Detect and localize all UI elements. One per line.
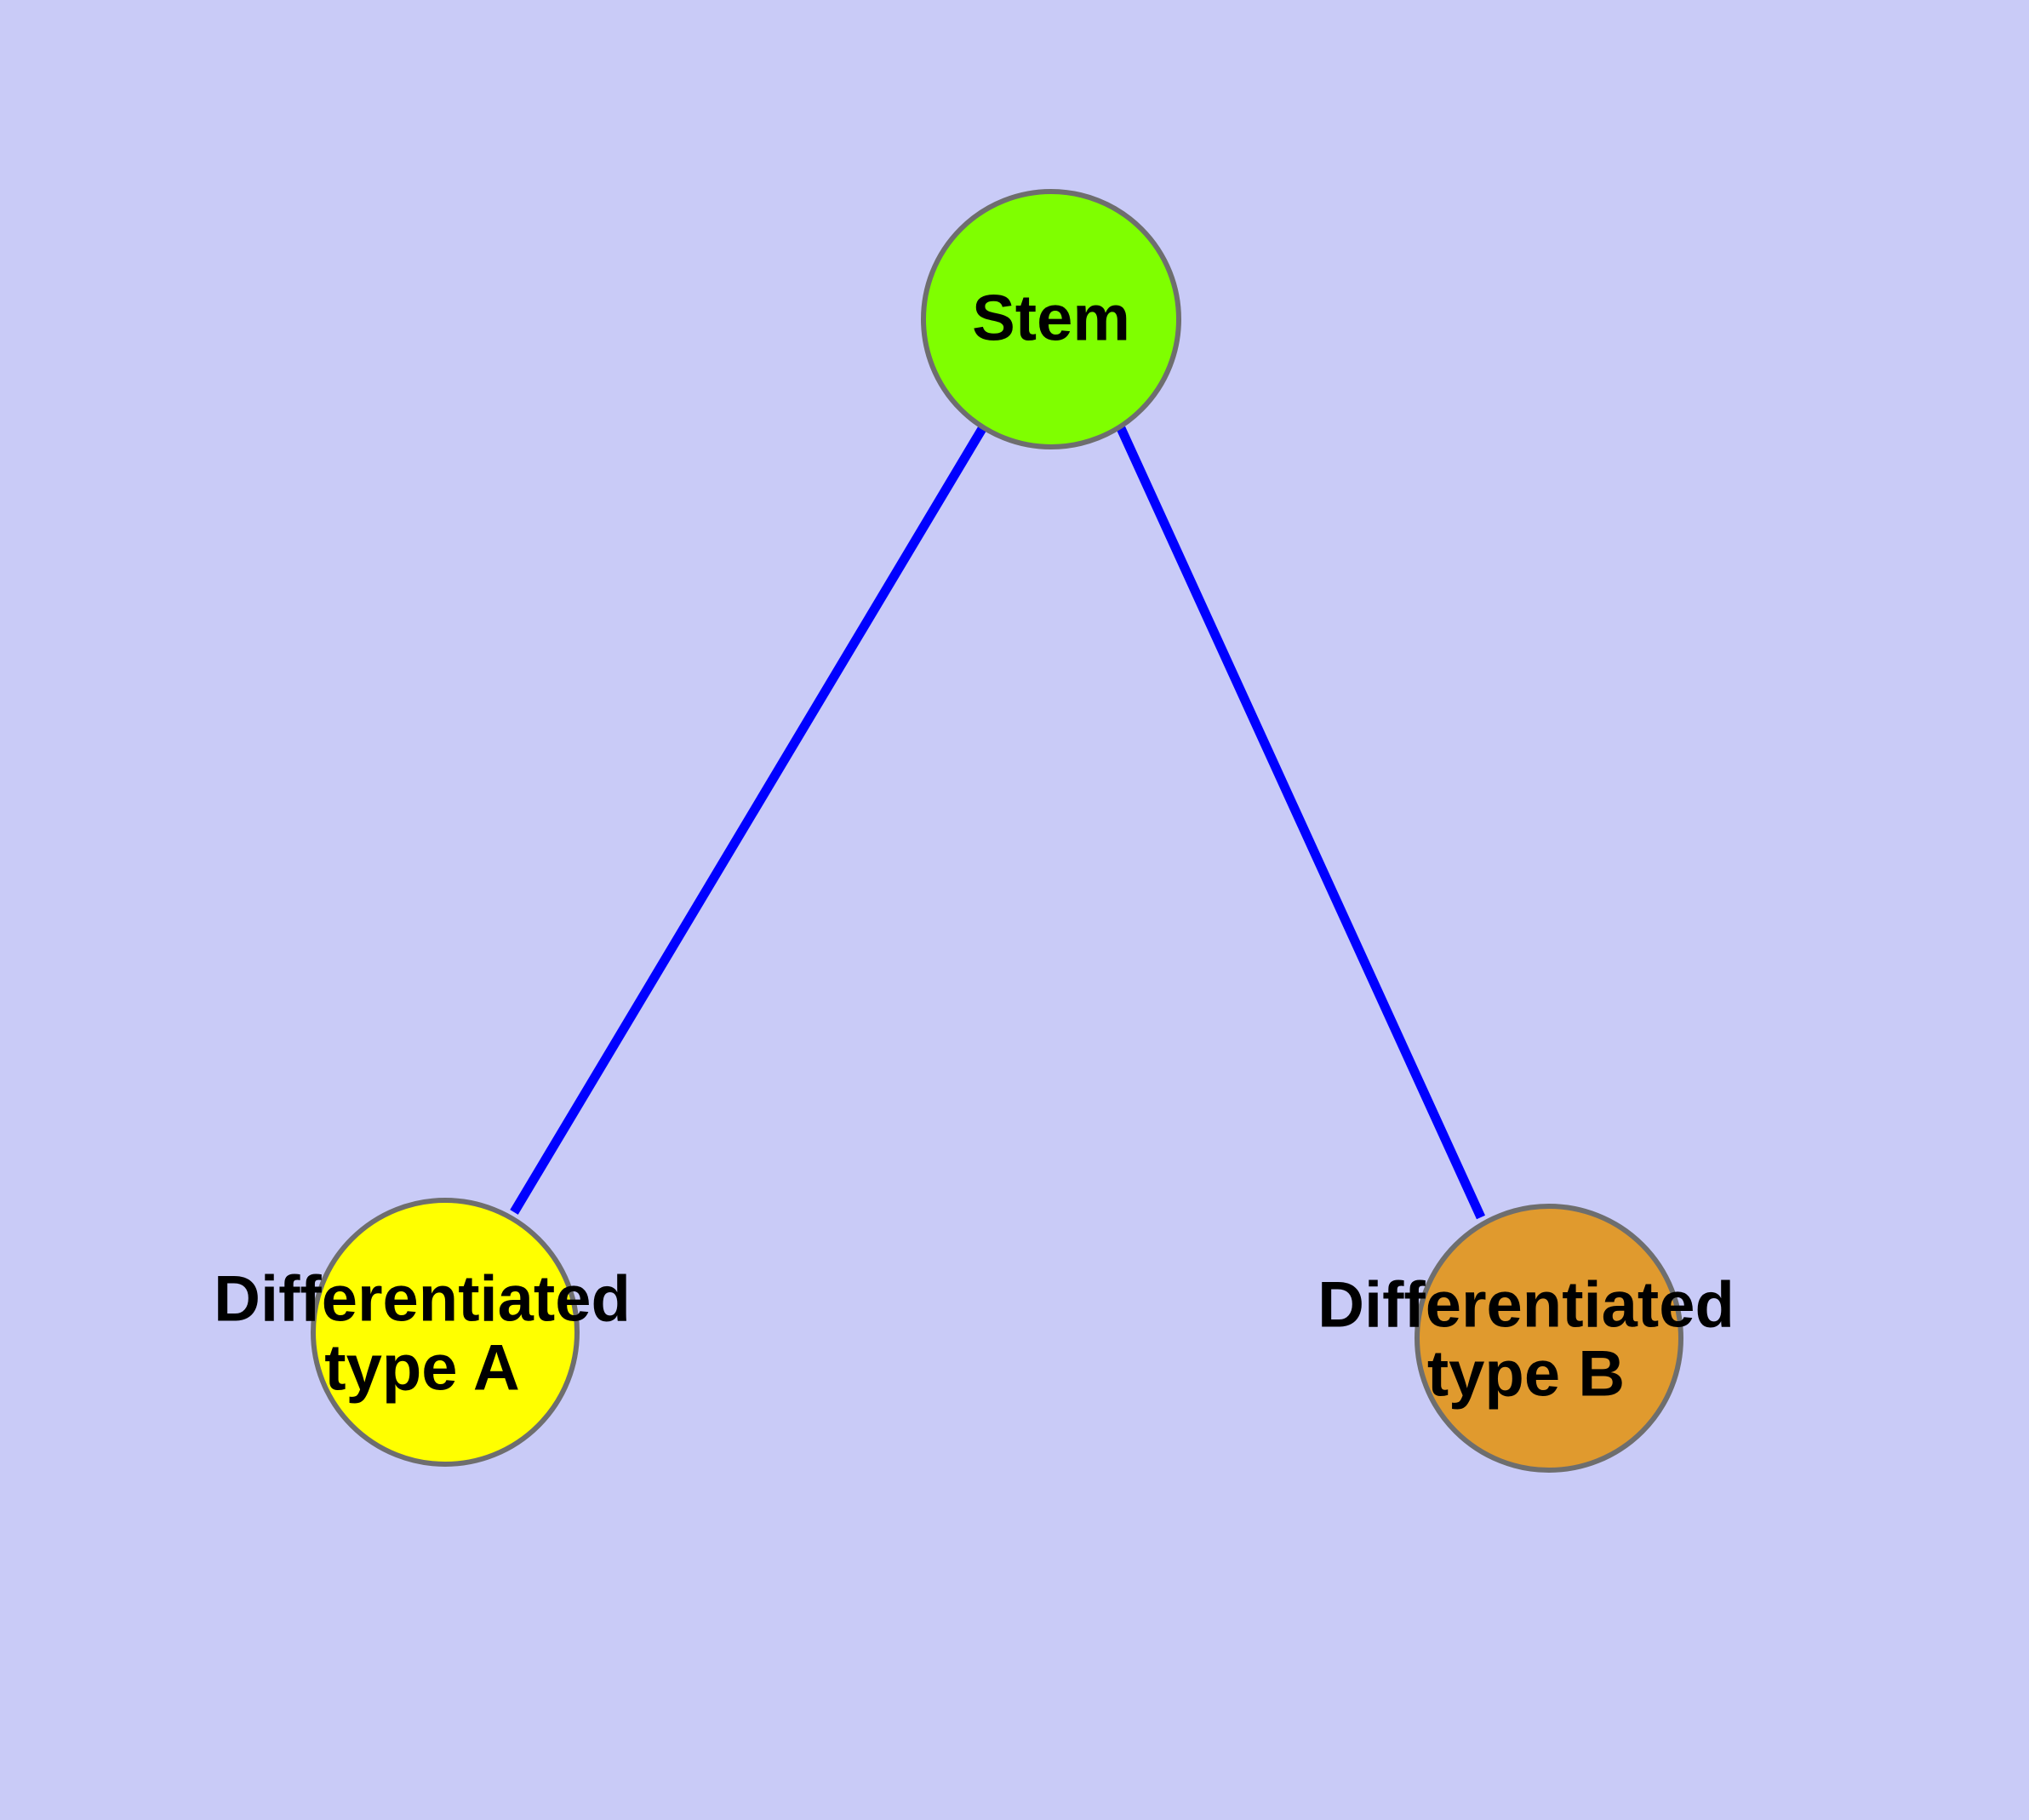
node-stem[interactable] (921, 189, 1181, 449)
nodes-layer (311, 189, 1683, 1473)
edge-stem-to-diff-b (1116, 426, 1486, 1220)
node-diff-b[interactable] (1415, 1204, 1683, 1473)
edges-layer (510, 425, 1486, 1220)
node-diff-a[interactable] (311, 1198, 580, 1467)
edge-stem-to-diff-a (510, 425, 987, 1215)
